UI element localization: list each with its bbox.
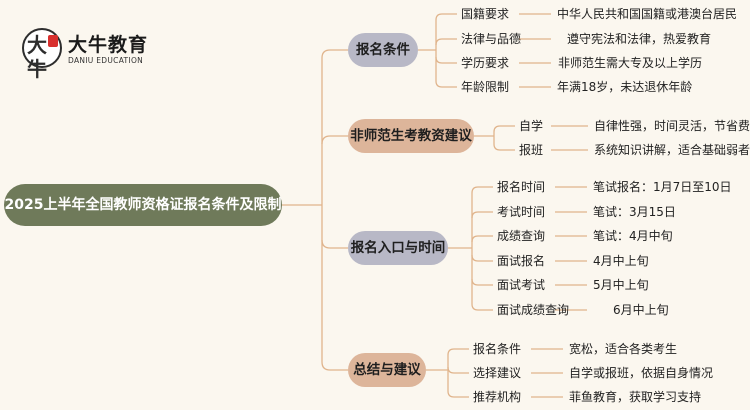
leaf-value: 非师范生需大专及以上学历	[558, 56, 703, 70]
leaf-value: 自学或报班，依据自身情况	[569, 366, 714, 380]
leaf-key: 报名时间	[497, 180, 546, 194]
leaf-key: 面试成绩查询	[497, 303, 570, 317]
leaf-connector	[447, 390, 469, 398]
leaf-connector	[471, 235, 493, 243]
leaf-connector	[471, 211, 493, 219]
leaf-connector	[471, 254, 493, 262]
branch-connector-3	[321, 239, 348, 249]
leaf-value: 菲鱼教育，获取学习支持	[569, 390, 702, 404]
branch-connector-1	[321, 49, 348, 59]
leaf-value: 中华人民共和国国籍或港澳台居民	[557, 7, 738, 21]
leaf-key: 成绩查询	[497, 229, 546, 243]
leaf-key: 法律与品德	[461, 32, 522, 46]
leaf-value: 系统知识讲解，适合基础弱者	[594, 143, 750, 157]
branch-registration-conditions: 报名条件	[348, 33, 418, 67]
leaf-connector	[435, 13, 457, 21]
leaf-value: 遵守宪法和法律，热爱教育	[567, 32, 712, 46]
leaf-key: 报名条件	[473, 342, 522, 356]
leaf-key: 面试报名	[497, 254, 546, 268]
leaf-value: 自律性强，时间灵活，节省费用	[594, 119, 750, 133]
logo-glyph: 大牛	[27, 33, 47, 81]
logo-name-en: DANIU EDUCATION	[68, 56, 144, 65]
leaf-key: 自学	[519, 119, 544, 133]
logo-name-cn: 大牛教育	[68, 34, 149, 56]
leaf-value: 6月中上旬	[613, 303, 669, 317]
leaf-key: 国籍要求	[461, 7, 510, 21]
leaf-connector	[435, 56, 457, 64]
brand-logo: 大牛 大牛教育 DANIU EDUCATION	[22, 28, 152, 81]
branch-non-normal-student-advice: 非师范生考教资建议	[348, 119, 474, 153]
leaf-connector	[493, 143, 515, 151]
leaf-value: 笔试：4月中旬	[593, 229, 673, 243]
leaf-key: 面试考试	[497, 278, 546, 292]
leaf-connector	[471, 303, 493, 311]
leaf-connector	[435, 38, 457, 46]
leaf-key: 选择建议	[473, 366, 522, 380]
leaf-key: 年龄限制	[461, 80, 510, 94]
leaf-connector	[435, 80, 457, 88]
leaf-key: 推荐机构	[473, 390, 522, 404]
leaf-key: 考试时间	[497, 205, 546, 219]
branch-connector-2	[321, 135, 348, 145]
leaf-key: 报班	[519, 143, 544, 157]
leaf-connector	[471, 186, 493, 194]
branch-summary-and-advice: 总结与建议	[348, 353, 426, 387]
leaf-value: 5月中上旬	[593, 278, 649, 292]
branch-registration-portal-and-time: 报名入口与时间	[348, 231, 448, 265]
leaf-connector	[493, 125, 515, 133]
leaf-value: 宽松，适合各类考生	[569, 342, 678, 356]
leaf-value: 年满18岁，未达退休年龄	[557, 80, 693, 94]
leaf-connector	[471, 278, 493, 286]
leaf-key: 学历要求	[461, 56, 510, 70]
seal-icon	[48, 35, 58, 47]
branch-connector-4	[321, 361, 348, 371]
leaf-value: 笔试：3月15日	[593, 205, 676, 219]
leaf-connector	[447, 348, 469, 356]
logo-mark-icon: 大牛	[22, 28, 62, 81]
leaf-connector	[447, 366, 469, 374]
leaf-value: 笔试报名：1月7日至10日	[593, 180, 732, 194]
leaf-value: 4月中上旬	[593, 254, 649, 268]
root-topic: 2025上半年全国教师资格证报名条件及限制	[4, 184, 282, 226]
